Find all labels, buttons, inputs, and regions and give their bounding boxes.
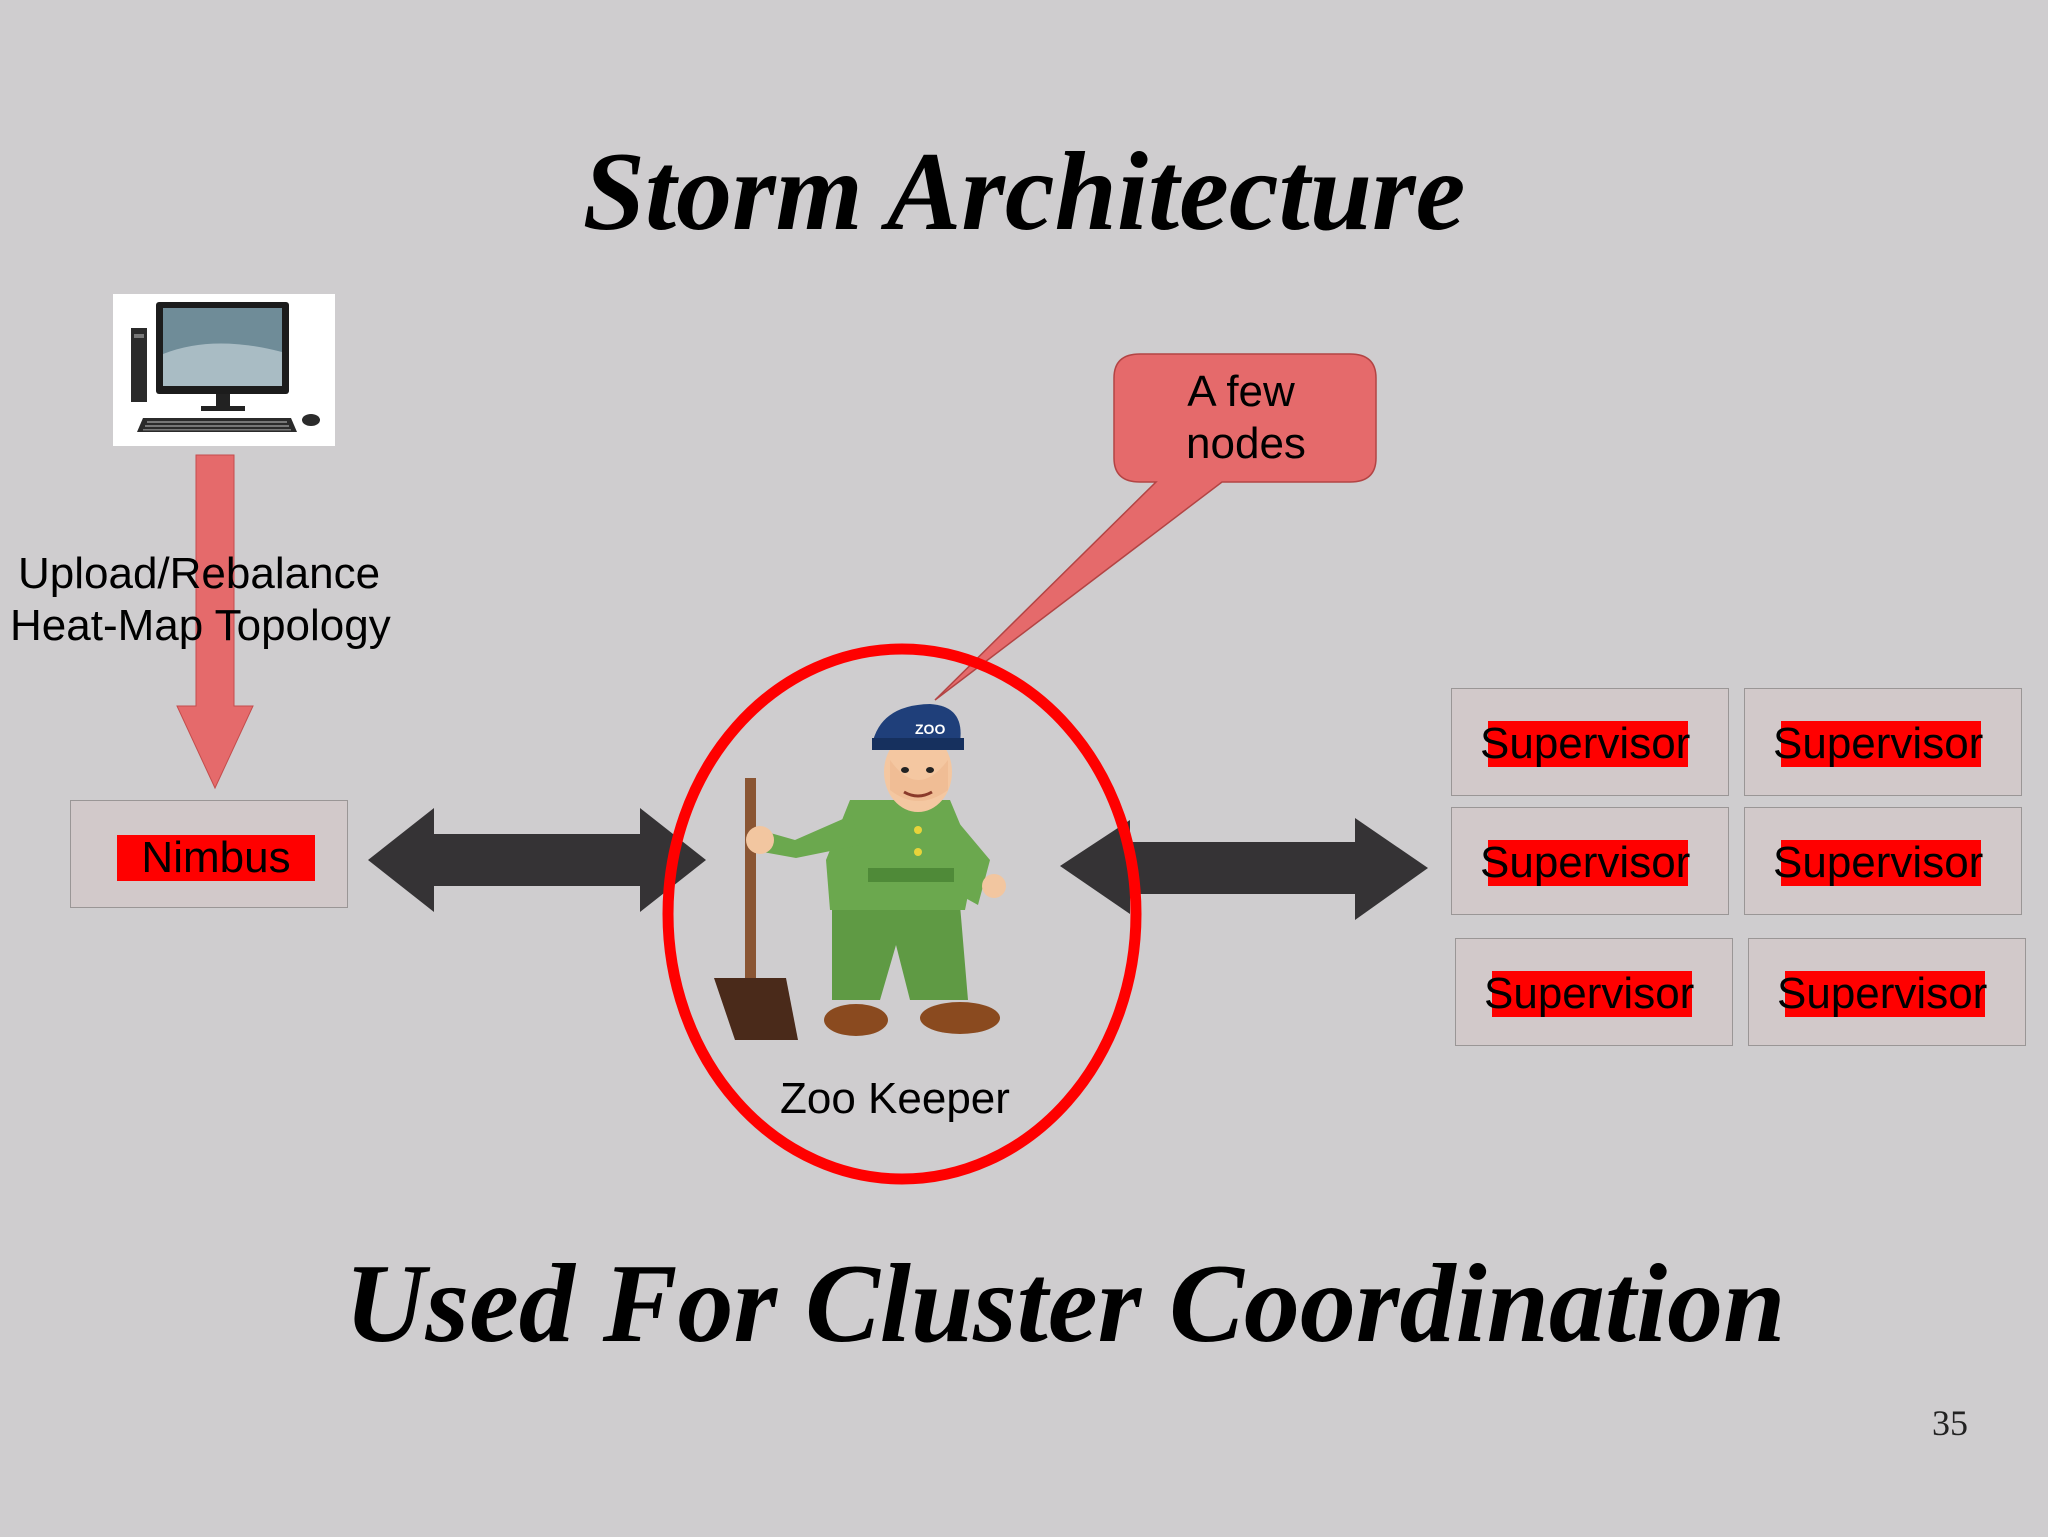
callout-bubble [934,353,1377,701]
supervisor-label: Supervisor [1480,838,1691,887]
supervisor-node: Supervisor [1451,807,1729,915]
zookeeper-character-icon: ZOO [714,704,1006,1040]
callout-text: A few nodes [1116,366,1376,470]
upload-arrow [176,454,254,790]
zookeeper-supervisor-arrow [1060,818,1428,920]
callout-line1: A few [1187,367,1295,416]
slide-subtitle: Used For Cluster Coordination [344,1242,1786,1366]
supervisor-node: Supervisor [1451,688,1729,796]
zookeeper-label: Zoo Keeper [780,1074,1010,1123]
desktop-computer-icon [113,294,335,446]
upload-rebalance-label: Upload/Rebalance Heat-Map Topology [10,548,391,652]
supervisor-label: Supervisor [1773,719,1984,768]
supervisor-label: Supervisor [1773,838,1984,887]
upload-label-line1: Upload/Rebalance [18,549,381,598]
supervisor-label: Supervisor [1777,969,1988,1018]
supervisor-node: Supervisor [1744,807,2022,915]
page-number: 35 [1932,1403,1968,1443]
supervisor-node: Supervisor [1744,688,2022,796]
nimbus-label: Nimbus [117,835,315,881]
zookeeper-ring [662,643,1142,1185]
svg-text:ZOO: ZOO [915,721,945,737]
supervisor-label: Supervisor [1480,719,1691,768]
callout-line2: nodes [1186,419,1306,468]
upload-label-line2: Heat-Map Topology [10,601,391,650]
supervisor-label: Supervisor [1484,969,1695,1018]
supervisor-node: Supervisor [1748,938,2026,1046]
supervisor-node: Supervisor [1455,938,1733,1046]
nimbus-zookeeper-arrow [368,808,706,912]
nimbus-node: Nimbus [70,800,348,908]
slide-title: Storm Architecture [582,130,1466,254]
